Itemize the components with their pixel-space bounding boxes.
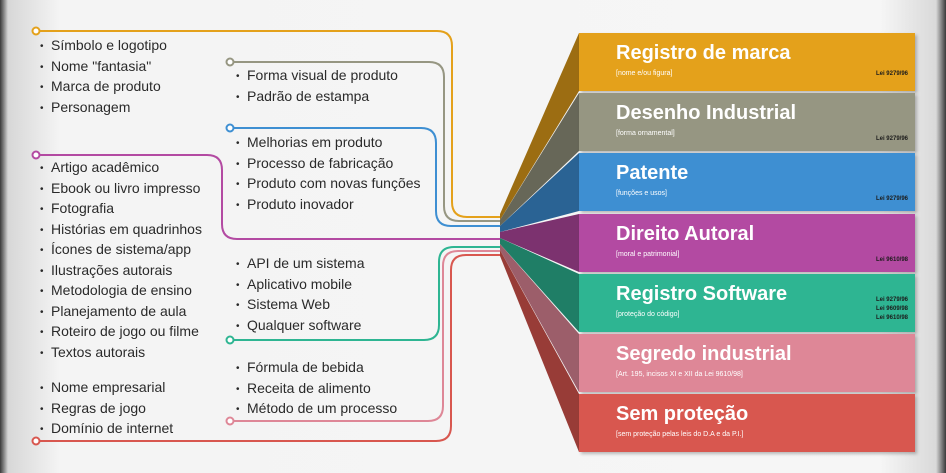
bullet-item: Marca de produto [40,77,167,98]
law-reference: Lei 9610/98 [875,315,908,321]
band-segredo-industrial: Segredo industrial [Art. 195, incisos XI… [579,334,915,392]
band-title: Desenho Industrial [616,102,797,124]
connector-dot [31,436,41,446]
funnel-panel [500,33,579,220]
bullet-item: Processo de fabricação [236,154,421,175]
law-reference: Lei 9609/98 [875,306,908,312]
bullet-item: Metodologia de ensino [40,281,202,302]
bullet-item: API de um sistema [236,254,365,275]
bullet-item: Padrão de estampa [236,87,398,108]
funnel-panel [500,238,579,332]
bullet-item: Melhorias em produto [236,133,421,154]
connector-desenho [230,61,500,222]
bullet-item: Ebook ou livro impresso [40,179,202,200]
connector-marca [36,30,500,218]
connector-dot [225,335,235,345]
funnel-panel [500,214,579,272]
law-reference: Lei 9610/98 [875,257,908,263]
law-reference: Lei 9279/96 [875,297,908,303]
band-subtitle: [proteção do código] [616,311,680,318]
band-subtitle: [funções e usos] [616,190,667,197]
bullet-item: Regras de jogo [40,399,173,420]
bullet-item: Personagem [40,98,167,119]
group-software: API de um sistemaAplicativo mobileSistem… [236,254,365,336]
connector-autoral [36,154,500,240]
funnel-panel [500,93,579,226]
connector-dot [225,123,235,133]
funnel-panel [500,250,579,452]
connector-dot [31,150,41,160]
group-patente: Melhorias em produtoProcesso de fabricaç… [236,133,421,215]
band-direito-autoral: Direito Autoral [moral e patrimonial] Le… [579,214,915,272]
bullet-item: Planejamento de aula [40,302,202,323]
band-title: Sem proteção [616,403,749,425]
band-registro-software: Registro Software [proteção do código] L… [579,274,915,332]
group-autoral: Artigo acadêmicoEbook ou livro impressoF… [40,158,202,363]
connector-dot [225,57,235,67]
band-registro-marca: Registro de marca [nome e/ou figura] Lei… [579,33,915,91]
band-patente: Patente [funções e usos] Lei 9279/96 [579,153,915,211]
law-reference: Lei 9279/96 [875,196,908,202]
law-reference: Lei 9279/96 [875,136,908,142]
band-subtitle: [moral e patrimonial] [616,251,680,258]
band-title: Segredo industrial [616,343,792,365]
band-title: Direito Autoral [616,223,755,245]
bullet-item: Roteiro de jogo ou filme [40,322,202,343]
bullet-item: Ícones de sistema/app [40,240,202,261]
law-reference: Lei 9279/96 [875,71,908,77]
bullet-item: Sistema Web [236,295,365,316]
group-segredo: Fórmula de bebidaReceita de alimentoMéto… [236,358,397,420]
band-subtitle: [nome e/ou figura] [616,70,673,77]
connector-sem [36,254,500,442]
bullet-item: Receita de alimento [236,379,397,400]
group-marca: Símbolo e logotipoNome "fantasia"Marca d… [40,36,167,118]
funnel-panel [500,244,579,392]
bullet-item: Ilustrações autorais [40,261,202,282]
band-subtitle: [forma ornamental] [616,130,675,137]
band-desenho-industrial: Desenho Industrial [forma ornamental] Le… [579,93,915,151]
bullet-item: Nome empresarial [40,378,173,399]
bullet-item: Artigo acadêmico [40,158,202,179]
bullet-item: Qualquer software [236,316,365,337]
band-title: Registro de marca [616,42,791,64]
bullet-item: Método de um processo [236,399,397,420]
group-sem: Nome empresarialRegras de jogoDomínio de… [40,378,173,440]
bullet-item: Produto inovador [236,195,421,216]
bullet-item: Domínio de internet [40,419,173,440]
band-law: Lei 9279/96 [876,70,908,79]
connector-patente [230,127,500,227]
connector-segredo [230,250,500,422]
connector-dot [31,26,41,36]
bullet-item: Textos autorais [40,343,202,364]
band-subtitle: [Art. 195, incisos XI e XII da Lei 9610/… [616,371,743,378]
connector-software [230,246,500,341]
group-desenho: Forma visual de produtoPadrão de estampa [236,66,398,107]
band-title: Patente [616,162,689,184]
bullet-item: Nome "fantasia" [40,57,167,78]
bullet-item: Histórias em quadrinhos [40,220,202,241]
band-law: Lei 9279/96 [876,195,908,204]
bullet-item: Fotografia [40,199,202,220]
band-title: Registro Software [616,283,788,305]
bullet-item: Produto com novas funções [236,174,421,195]
bullet-item: Símbolo e logotipo [40,36,167,57]
band-subtitle: [sem proteção pelas leis do D.A e da P.I… [616,431,744,438]
bullet-item: Aplicativo mobile [236,275,365,296]
band-sem-protecao: Sem proteção [sem proteção pelas leis do… [579,394,915,452]
connector-dot [225,416,235,426]
band-law: Lei 9279/96 [876,135,908,144]
funnel-panel [500,153,579,232]
bullet-item: Forma visual de produto [236,66,398,87]
band-law: Lei 9610/98 [876,256,908,265]
bullet-item: Fórmula de bebida [236,358,397,379]
